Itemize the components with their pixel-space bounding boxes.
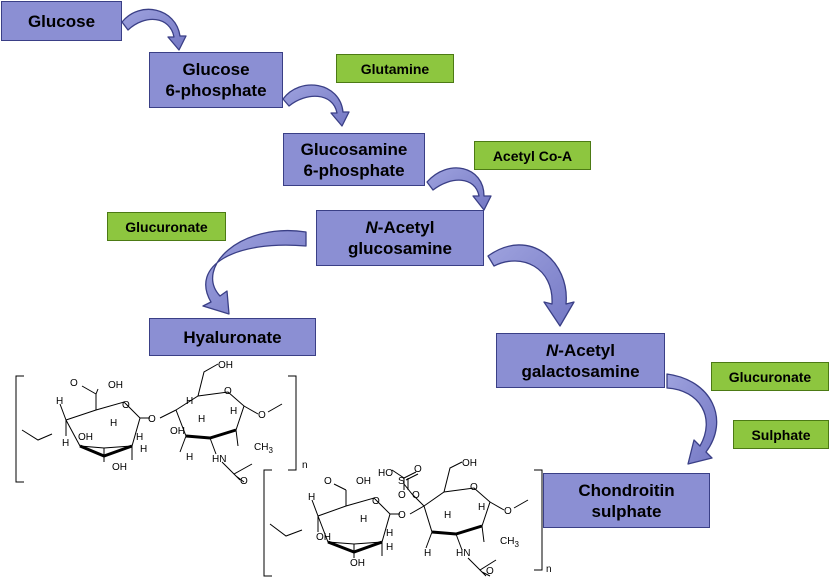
reagent-label: Acetyl Co-A [492,147,573,164]
chem-atom-label: H [186,396,193,407]
chem-atom-label: H [186,452,193,463]
curved-arrow-icon [121,8,187,51]
chem-atom-label: CH [254,442,268,453]
node-label-line1: Chondroitin [578,480,675,500]
chem-atom-label: O [470,482,478,493]
reagent-label: Glutamine [360,60,430,77]
node-label-line2: 6-phosphate [303,160,405,180]
chem-atom-label: O [504,506,512,517]
node-label-line2: glucosamine [348,239,452,258]
chem-atom-label: OH [350,558,365,569]
chem-atom-label: HN [212,454,226,465]
node-label-rest: -Acetyl [558,340,615,360]
curved-arrow-icon [487,244,575,327]
curved-arrow-icon [426,167,492,211]
reagent-glucuronate-left: Glucuronate [107,212,226,241]
node-label-italic-prefix: N [546,340,559,360]
chem-atom-label: O [412,490,420,501]
reagent-label: Sulphate [751,426,811,443]
chem-repeat-n: n [302,460,308,471]
curved-arrow-icon [202,230,307,315]
chem-atom-label: OH [108,380,123,391]
node-hyaluronate-label: Hyaluronate [183,327,282,347]
chem-atom-label: H [444,510,451,521]
node-glucose-6-phosphate: Glucose 6-phosphate [149,52,283,108]
node-label-line2: galactosamine [521,361,640,381]
chem-atom-label: OH [78,432,93,443]
node-chondroitin-sulphate: Chondroitin sulphate [543,473,710,528]
chem-atom-label: CH3 [500,536,519,549]
chem-atom-label: O [258,410,266,421]
chem-atom-label: H [140,444,147,455]
chem-atom-label: OH [218,360,233,371]
node-label-line1: Glucosamine [300,139,408,159]
node-n-acetyl-glucosamine: N-Acetyl glucosamine [316,210,484,266]
chem-atom-label: O [372,496,380,507]
chem-atom-label: HO [378,468,393,479]
chem-atom-label: O [122,400,130,411]
node-label-rest: -Acetyl [377,218,435,237]
curved-arrow-icon [666,373,718,465]
chem-atom-label: OH [356,476,371,487]
node-glucose: Glucose [1,1,122,41]
node-glucosamine-6-phosphate: Glucosamine 6-phosphate [283,133,425,186]
chem-atom-label: H [198,414,205,425]
chem-atom-label: O [398,490,406,501]
chem-atom-label: OH [462,458,477,469]
chem-atom-label: OH [112,462,127,473]
chem-atom-label: CH3 [254,442,273,455]
chem-atom-label: H [230,406,237,417]
chem-atom-label: OH [316,532,331,543]
chem-atom-label: O [324,476,332,487]
node-label-italic-prefix: N [365,218,378,237]
reagent-sulphate: Sulphate [733,420,829,449]
chem-atom-label: O [240,476,248,487]
reagent-label: Glucuronate [728,368,812,385]
chem-atom-label: H [386,542,393,553]
node-label-line1: N-Acetyl [366,217,435,238]
chem-atom-label: H [360,514,367,525]
chem-atom-label: H [478,502,485,513]
node-glucose-label: Glucose [27,11,96,31]
chem-atom-label: H [110,418,117,429]
chem-atom-label: CH [500,536,514,547]
chem-atom-label: H [308,492,315,503]
chem-subscript: 3 [268,446,273,455]
chem-atom-label: O [486,566,494,577]
chem-atom-label: O [70,378,78,389]
node-label-line2: 6-phosphate [165,81,267,100]
chem-atom-label: H [56,396,63,407]
chem-atom-label: O [414,464,422,475]
reagent-label: Glucuronate [125,218,208,235]
chem-atom-label: H [386,528,393,539]
node-hyaluronate: Hyaluronate [149,318,316,356]
curved-arrow-icon [282,84,350,127]
chem-repeat-n: n [546,564,552,575]
chem-atom-label: OH [170,426,185,437]
reagent-glucuronate-right: Glucuronate [711,362,829,391]
node-label-line1: Glucose [182,60,250,79]
reagent-glutamine: Glutamine [336,54,454,83]
node-label-line1: N-Acetyl [546,340,615,361]
chem-atom-label: H [136,432,143,443]
node-label-line2: sulphate [591,501,662,521]
node-n-acetyl-galactosamine: N-Acetyl galactosamine [496,333,665,388]
chem-atom-label: H [424,548,431,559]
chem-atom-label: O [148,414,156,425]
chem-atom-label: O [224,386,232,397]
chem-atom-label: S [398,476,405,487]
chem-atom-label: HN [456,548,470,559]
chem-subscript: 3 [514,540,519,549]
chem-atom-label: O [398,510,406,521]
reagent-acetyl-coa: Acetyl Co-A [474,141,591,170]
chem-atom-label: H [62,438,69,449]
